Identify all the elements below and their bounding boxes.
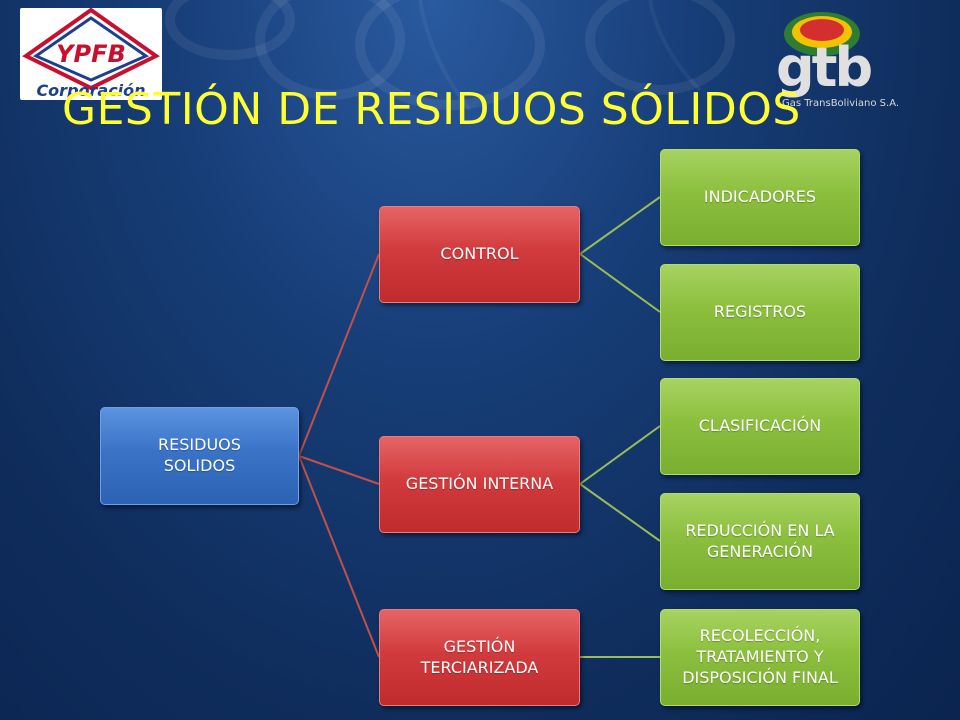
node-residuos-solidos: RESIDUOS SOLIDOS (100, 407, 299, 505)
node-label: REDUCCIÓN EN LA GENERACIÓN (685, 520, 835, 561)
connector-gestion-interna-clasificacion (579, 425, 661, 485)
connector-root-gestion-interna (298, 455, 380, 485)
node-label: RECOLECCIÓN, TRATAMIENTO Y DISPOSICIÓN F… (682, 626, 838, 687)
node-label: REGISTROS (713, 302, 807, 322)
node-label: GESTIÓN INTERNA (405, 474, 554, 494)
connector-root-control (298, 253, 380, 457)
ypfb-caption: Corporación (36, 81, 145, 100)
node-gestion-terciarizada: GESTIÓN TERCIARIZADA (379, 609, 580, 706)
ypfb-wordmark: YPFB (56, 40, 126, 68)
node-indicadores: INDICADORES (660, 149, 860, 246)
connector-gestion-interna-reduccion (579, 483, 661, 542)
background-decoration (165, 0, 735, 112)
ypfb-logo: YPFB Corporación (20, 8, 162, 100)
node-gestion-interna: GESTIÓN INTERNA (379, 436, 580, 533)
node-control: CONTROL (379, 206, 580, 303)
connector-control-registros (579, 253, 661, 313)
node-label: GESTIÓN TERCIARIZADA (420, 636, 539, 677)
node-label: CONTROL (440, 244, 519, 264)
node-label: CLASIFICACIÓN (698, 416, 822, 436)
node-label: RESIDUOS SOLIDOS (158, 435, 241, 475)
node-reduccion-en-la-generacion: REDUCCIÓN EN LA GENERACIÓN (660, 493, 860, 590)
node-label: INDICADORES (703, 187, 817, 207)
node-registros: REGISTROS (660, 264, 860, 361)
gtb-caption: Gas TransBoliviano S.A. (782, 98, 899, 109)
node-clasificacion: CLASIFICACIÓN (660, 378, 860, 475)
slide-title: GESTIÓN DE RESIDUOS SÓLIDOS (62, 84, 801, 135)
gtb-logo: gtb Gas TransBoliviano S.A. (770, 6, 930, 116)
connector-control-indicadores (579, 196, 661, 255)
node-recoleccion-tratamiento-disposicion: RECOLECCIÓN, TRATAMIENTO Y DISPOSICIÓN F… (660, 609, 860, 706)
gtb-wordmark: gtb (776, 36, 871, 99)
connector-root-gestion-terciarizada (298, 455, 380, 658)
